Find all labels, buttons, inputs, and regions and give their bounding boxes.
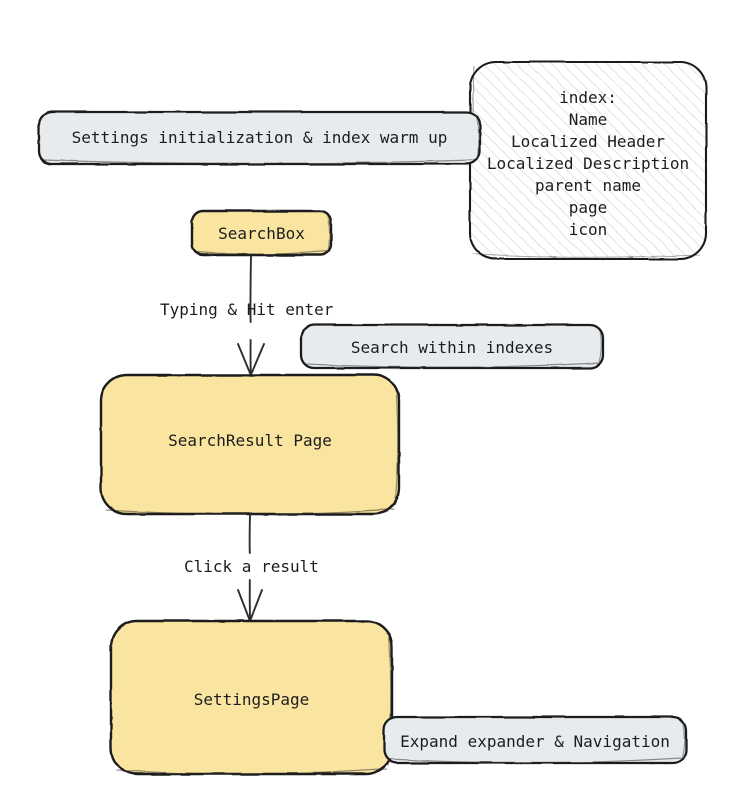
node-index-spec[interactable]	[468, 60, 708, 261]
node-expand-expander[interactable]	[382, 715, 688, 765]
node-searchresult-page[interactable]	[99, 373, 401, 516]
node-settings-init[interactable]	[37, 110, 482, 166]
node-settings-page[interactable]	[109, 619, 394, 776]
edge-searchbox-to-searchresult	[237, 255, 265, 376]
node-searchbox[interactable]	[190, 209, 333, 257]
node-search-within-indexes[interactable]	[299, 323, 605, 370]
edge-searchresult-to-settingspage	[237, 514, 263, 622]
